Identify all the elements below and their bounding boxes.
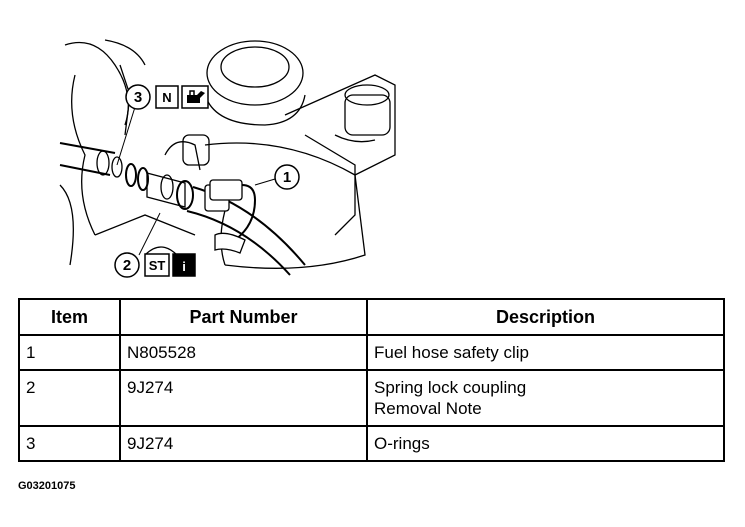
fuel-line-illustration: 1 2 ST i 3 N [59,39,396,278]
new-part-badge-label: N [162,90,171,105]
cell-description: O-rings [366,425,725,462]
table-row: 3 9J274 O-rings [18,425,725,462]
table-row: 1 N805528 Fuel hose safety clip [18,334,725,371]
info-badge-label: i [182,259,186,274]
new-part-badge [155,85,179,109]
callout-2: 2 ST i [114,212,196,278]
cell-part-number: 9J274 [119,369,368,427]
cell-description: Spring lock coupling Removal Note [366,369,725,427]
cell-description: Fuel hose safety clip [366,334,725,371]
parts-table: Item Part Number Description 1 N805528 F… [18,298,725,462]
description-line: Fuel hose safety clip [374,343,529,362]
callout-1: 1 [254,164,300,190]
callout-3: 3 N [116,84,209,166]
info-badge [172,253,196,277]
table-row: 2 9J274 Spring lock coupling Removal Not… [18,369,725,427]
cell-item: 3 [18,425,121,462]
callout-2-number: 2 [123,257,131,274]
cell-part-number: 9J274 [119,425,368,462]
oil-can-icon [181,85,209,109]
description-line: O-rings [374,434,430,453]
callout-1-number: 1 [283,169,291,186]
description-line: Removal Note [374,399,482,418]
special-tool-badge-label: ST [149,258,166,273]
cell-item: 2 [18,369,121,427]
header-part-number: Part Number [119,298,368,336]
header-item: Item [18,298,121,336]
callout-3-number: 3 [134,89,142,106]
figure-code: G03201075 [18,480,76,492]
cell-part-number: N805528 [119,334,368,371]
table-header-row: Item Part Number Description [18,298,725,336]
cell-item: 1 [18,334,121,371]
header-description: Description [366,298,725,336]
description-line: Spring lock coupling [374,378,527,397]
special-tool-badge [144,253,170,277]
